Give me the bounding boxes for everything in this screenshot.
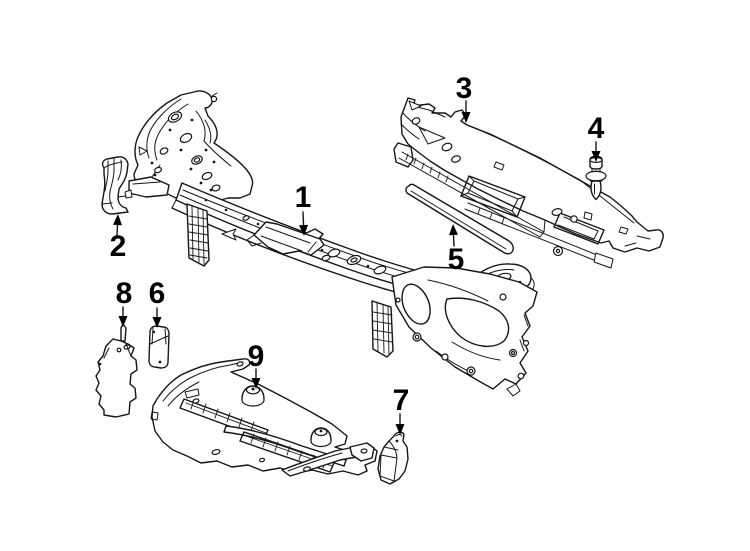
part-8-baffle-drawing [95,323,138,418]
callout-8[interactable]: 8 [115,277,133,310]
callout-4[interactable]: 4 [587,112,605,145]
callout-6[interactable]: 6 [148,277,166,310]
part-7-bracket-drawing [377,431,409,485]
callout-3[interactable]: 3 [455,72,473,105]
part-6-bracket-drawing [148,325,170,369]
callout-arrows [113,100,601,435]
part-9-under-cover-drawing [150,358,378,477]
part-5-seal-strip-drawing [405,183,514,255]
part-3-shield-panel-drawing [393,97,664,269]
part-2-bracket-drawing [101,156,129,215]
part-1-crossmember-drawing [124,90,538,397]
callout-2[interactable]: 2 [109,230,127,263]
callout-7[interactable]: 7 [392,384,410,417]
callout-5[interactable]: 5 [447,243,465,276]
callout-1[interactable]: 1 [294,181,312,214]
callout-9[interactable]: 9 [247,340,265,373]
